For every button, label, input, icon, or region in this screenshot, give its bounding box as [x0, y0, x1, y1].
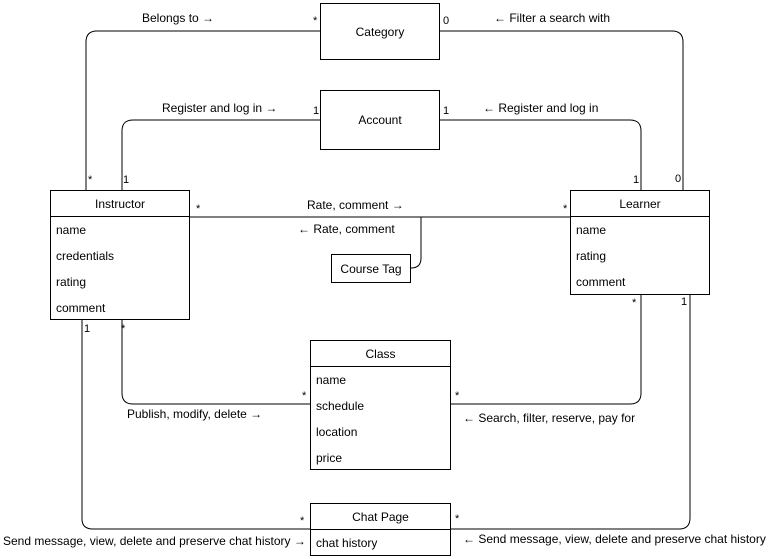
class-attr-price: price: [316, 451, 343, 465]
instructor-attr-comment: comment: [56, 301, 106, 315]
learner-title: Learner: [571, 191, 709, 217]
class-attr-location: location: [316, 425, 358, 439]
edge-learner-class: [451, 295, 642, 405]
mult-instructor-account-end: 1: [123, 174, 130, 186]
chat-page-class[interactable]: Chat Page chat history: [310, 503, 451, 556]
chat-page-attr-history: chat history: [316, 536, 378, 550]
mult-category-instructor-end: *: [313, 15, 318, 27]
edge-instructor-account: [121, 119, 320, 190]
edge-instructor-class: [121, 320, 310, 405]
edge-instructor-chat: [81, 320, 310, 530]
label-filter-search: ← Filter a search with: [494, 11, 611, 25]
mult-learner-category-end: 0: [675, 173, 682, 185]
mult-chat-instructor-end: *: [300, 515, 305, 527]
category-class[interactable]: Category: [320, 3, 440, 60]
mult-chat-learner-end: *: [455, 513, 460, 525]
account-title: Account: [358, 113, 402, 127]
account-class[interactable]: Account: [320, 90, 440, 150]
learner-attr-comment: comment: [576, 275, 626, 289]
label-send-message-instructor: Send message, view, delete and preserve …: [3, 534, 306, 548]
edge-instructor-category: [85, 30, 320, 190]
edge-course-tag: [410, 217, 422, 269]
instructor-class[interactable]: Instructor name credentials rating comme…: [50, 190, 190, 320]
mult-account-instructor-end: 1: [313, 105, 320, 117]
category-title: Category: [355, 24, 405, 39]
edge-learner-chat: [451, 295, 691, 530]
mult-account-learner-end: 1: [443, 105, 450, 117]
course-tag-class[interactable]: Course Tag: [331, 254, 411, 283]
learner-class[interactable]: Learner name rating comment: [570, 190, 710, 295]
label-send-message-learner: ← Send message, view, delete and preserv…: [463, 532, 766, 546]
edge-learner-category: [440, 30, 684, 190]
class-attr-name: name: [316, 373, 347, 387]
instructor-attr-credentials: credentials: [56, 249, 115, 263]
instructor-attr-name: name: [56, 223, 87, 237]
class-title: Class: [311, 341, 450, 367]
class-class[interactable]: Class name schedule location price: [310, 340, 451, 470]
learner-attr-rating: rating: [576, 249, 607, 263]
mult-learner-rate-end: *: [563, 203, 568, 215]
instructor-title: Instructor: [51, 191, 189, 217]
learner-attr-name: name: [576, 223, 607, 237]
edge-learner-account: [440, 119, 642, 190]
label-register-instructor: Register and log in →: [162, 101, 278, 115]
chat-page-title: Chat Page: [311, 504, 450, 530]
class-attr-schedule: schedule: [316, 399, 365, 413]
label-rate-comment-left: ← Rate, comment: [298, 222, 395, 236]
label-publish-modify-delete: Publish, modify, delete →: [127, 407, 263, 421]
mult-class-instructor-end: *: [302, 390, 307, 402]
mult-category-learner-end: 0: [443, 15, 450, 27]
mult-class-learner-end: *: [455, 390, 460, 402]
label-search-filter-reserve: ← Search, filter, reserve, pay for: [463, 411, 636, 425]
mult-instructor-class-end: *: [121, 323, 126, 335]
mult-learner-chat-end: 1: [681, 296, 688, 308]
label-belongs-to: Belongs to →: [142, 11, 215, 25]
instructor-attr-rating: rating: [56, 275, 87, 289]
mult-instructor-rate-end: *: [196, 203, 201, 215]
label-register-learner: ← Register and log in: [483, 101, 599, 115]
mult-learner-class-end: *: [632, 297, 637, 309]
mult-instructor-category-end: *: [88, 174, 93, 186]
label-rate-comment-right: Rate, comment →: [307, 198, 404, 212]
mult-instructor-chat-end: 1: [84, 323, 91, 335]
mult-learner-account-end: 1: [633, 174, 640, 186]
course-tag-title: Course Tag: [340, 261, 402, 276]
